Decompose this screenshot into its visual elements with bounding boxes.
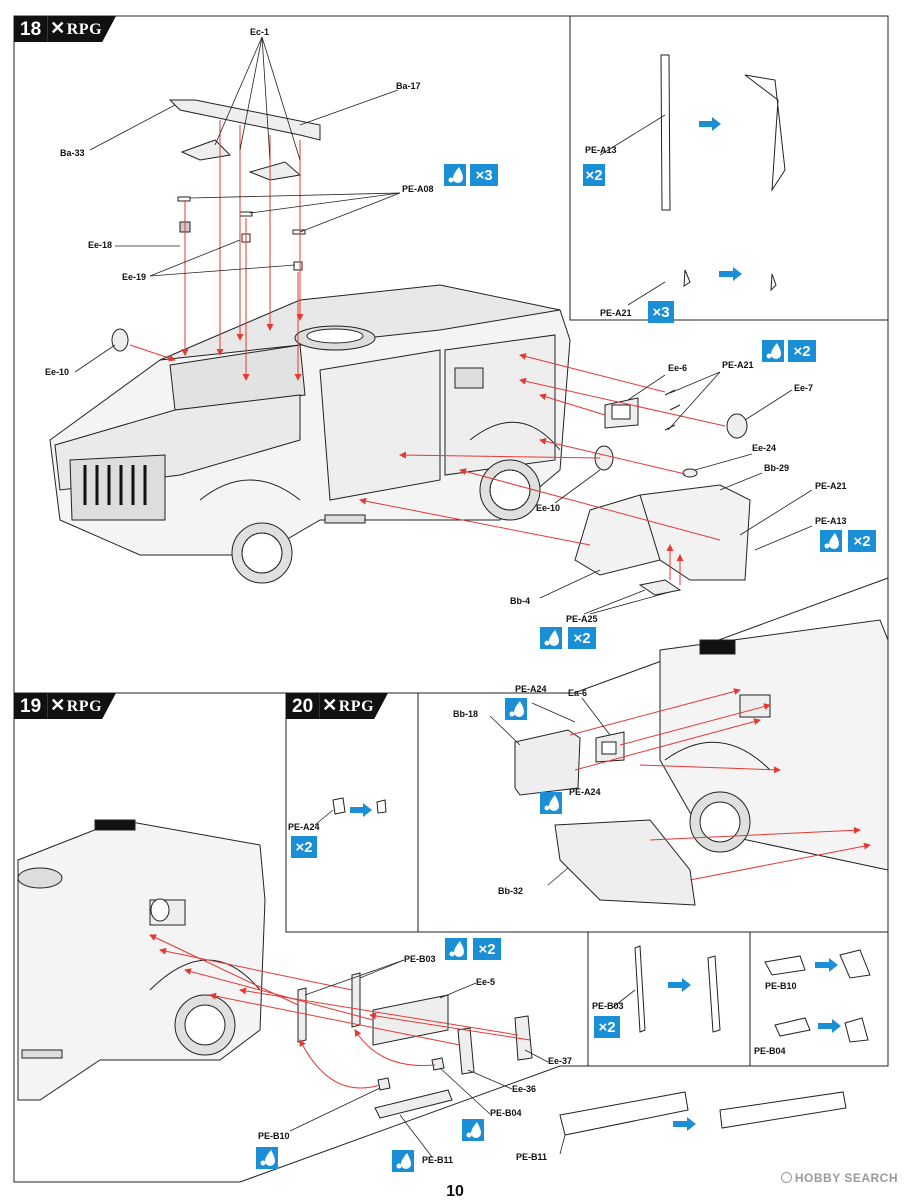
part-pea25 xyxy=(638,579,682,596)
parts-pea21 xyxy=(664,389,681,431)
label-bb18: Bb-18 xyxy=(453,709,479,719)
label-pea24-a: PE-A24 xyxy=(515,684,547,694)
glue-drop-icon xyxy=(256,1147,278,1169)
quantity-badge: ×2 xyxy=(788,340,816,362)
quantity-badge: ×2 xyxy=(473,938,501,960)
label-ee10: Ee-10 xyxy=(45,367,70,377)
label-peb03: PE-B03 xyxy=(404,954,436,964)
label-peb11: PE-B11 xyxy=(422,1155,454,1165)
panel-frames xyxy=(13,15,889,1183)
label-ee6: Ee-6 xyxy=(668,363,688,373)
leader-lines-18 xyxy=(74,36,813,615)
glue-drop-icon xyxy=(462,1119,484,1141)
glue-drop-icon xyxy=(392,1150,414,1172)
label-pea13: PE-A13 xyxy=(815,516,847,526)
glue-drop-icon xyxy=(820,530,842,552)
label-pea13-inset: PE-A13 xyxy=(585,145,617,155)
parts-step19 xyxy=(297,972,533,1119)
quantity-badge: ×3 xyxy=(648,301,674,323)
assembly-arrows-20 xyxy=(569,688,871,881)
part-ee10 xyxy=(111,328,614,471)
inset-pe-parts xyxy=(599,54,786,306)
parts-step20-detail xyxy=(514,729,696,906)
label-peb03-inset: PE-B03 xyxy=(592,1001,624,1011)
assembly-arrows-18 xyxy=(129,120,726,585)
label-ba17: Ba-17 xyxy=(396,81,421,91)
glue-drop-icon xyxy=(444,164,466,186)
label-bb32: Bb-32 xyxy=(498,886,524,896)
parts-ee6-ee7-ee24 xyxy=(604,397,748,478)
label-peb04: PE-B04 xyxy=(490,1108,522,1118)
glue-drop-icon xyxy=(540,792,562,814)
glue-drop-icon xyxy=(540,627,562,649)
label-pea24-step20: PE-A24 xyxy=(288,822,320,832)
glue-drop-icon xyxy=(505,698,527,720)
step20-blue-arrow xyxy=(350,803,372,817)
label-ee37: Ee-37 xyxy=(548,1056,573,1066)
step-badge-20: 20 ✕RPG xyxy=(286,693,389,719)
label-pea21-b: PE-A21 xyxy=(815,481,847,491)
rpg-logo: ✕RPG xyxy=(47,693,117,719)
label-ee36: Ee-36 xyxy=(512,1084,537,1094)
vehicle-step18 xyxy=(49,284,571,584)
vehicle-step19 xyxy=(17,819,266,1101)
lower-insets-blue-arrows xyxy=(668,958,841,1131)
label-ee7: Ee-7 xyxy=(794,383,814,393)
glue-drop-icon xyxy=(445,938,467,960)
parts-bb4-bb29 xyxy=(574,484,751,581)
step-badge-19: 19 ✕RPG xyxy=(14,693,117,719)
label-pea25: PE-A25 xyxy=(566,614,598,624)
label-peb10: PE-B10 xyxy=(258,1131,290,1141)
label-pea24-b: PE-A24 xyxy=(569,787,601,797)
glue-drop-icon xyxy=(762,340,784,362)
step-number: 20 xyxy=(286,693,320,719)
page-number: 10 xyxy=(446,1183,464,1200)
vehicle-step20 xyxy=(659,619,889,871)
part-ba17 xyxy=(168,99,321,181)
lower-insets-parts xyxy=(559,945,871,1155)
label-pea21: PE-A21 xyxy=(722,360,754,370)
step-number: 18 xyxy=(14,16,48,42)
quantity-badge: ×2 xyxy=(594,1016,620,1038)
rpg-logo: ✕RPG xyxy=(319,693,389,719)
leader-lines-19 xyxy=(289,959,549,1158)
step-badge-18: 18 ✕RPG xyxy=(14,16,117,42)
label-ee10-b: Ee-10 xyxy=(536,503,561,513)
label-ea6: Ea-6 xyxy=(568,688,588,698)
leader-lines-20 xyxy=(489,697,611,886)
label-ba33: Ba-33 xyxy=(60,148,85,158)
label-pea21-inset: PE-A21 xyxy=(600,308,632,318)
quantity-badge: ×2 xyxy=(568,627,596,649)
rpg-logo: ✕RPG xyxy=(47,16,117,42)
label-ee5: Ee-5 xyxy=(476,977,496,987)
label-peb04-inset: PE-B04 xyxy=(754,1046,786,1056)
label-bb29: Bb-29 xyxy=(764,463,790,473)
quantity-badge: ×2 xyxy=(848,530,876,552)
label-pea08: PE-A08 xyxy=(402,184,434,194)
label-bb4: Bb-4 xyxy=(510,596,530,606)
label-ec1: Ec-1 xyxy=(250,27,270,37)
label-peb10-inset: PE-B10 xyxy=(765,981,797,991)
label-peb11-inset: PE-B11 xyxy=(516,1152,548,1162)
watermark: HOBBY SEARCH xyxy=(780,1171,898,1185)
step-number: 19 xyxy=(14,693,48,719)
step20-pea24-parts xyxy=(314,797,387,826)
label-ee19: Ee-19 xyxy=(122,272,147,282)
quantity-badge: ×3 xyxy=(470,164,498,186)
label-ee18: Ee-18 xyxy=(88,240,113,250)
assembly-arrows-19 xyxy=(149,934,531,1089)
quantity-badge: ×2 xyxy=(291,836,317,858)
inset-blue-arrows xyxy=(699,117,742,281)
label-ee24: Ee-24 xyxy=(752,443,777,453)
quantity-badge: ×2 xyxy=(583,164,605,186)
